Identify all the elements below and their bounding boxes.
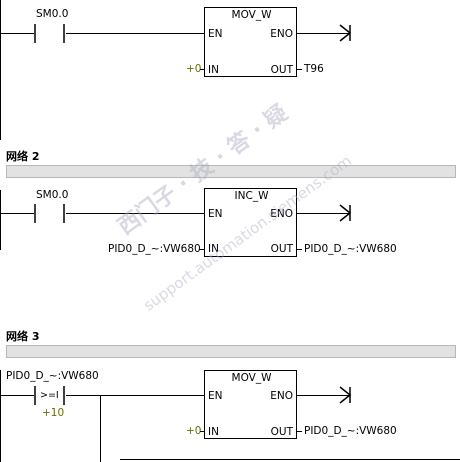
- network-comment-bar[interactable]: [6, 165, 456, 178]
- contact-label[interactable]: SM0.0: [36, 8, 69, 20]
- branch-wire: [100, 395, 101, 462]
- rung-wire: [0, 213, 34, 214]
- compare-operand2[interactable]: +10: [42, 407, 65, 419]
- mov-w-box-2[interactable]: MOV_W EN ENO IN OUT: [204, 370, 297, 439]
- box-out: OUT: [270, 426, 293, 438]
- box-en: EN: [208, 390, 223, 402]
- box-out: OUT: [270, 64, 293, 76]
- network-comment-bar[interactable]: [6, 345, 456, 358]
- rung-wire: [0, 33, 34, 34]
- contact-no-icon[interactable]: [34, 204, 66, 224]
- eno-wire: [297, 33, 349, 34]
- rung-wire: [66, 213, 204, 214]
- box-in: IN: [208, 243, 219, 255]
- inc-w-box[interactable]: INC_W EN ENO IN OUT: [204, 188, 297, 257]
- power-rail: [0, 370, 1, 462]
- eno-wire: [297, 395, 349, 396]
- network-title[interactable]: 网络 2: [6, 150, 40, 163]
- out-wire: [297, 431, 302, 432]
- in-wire: [199, 249, 204, 250]
- out-wire: [297, 249, 302, 250]
- box-out: OUT: [270, 243, 293, 255]
- box-in: IN: [208, 64, 219, 76]
- box-title: MOV_W: [231, 372, 272, 384]
- arrow-icon: [339, 24, 352, 42]
- compare-operator: >=I: [40, 390, 59, 401]
- out-operand[interactable]: PID0_D_~:VW680: [304, 425, 397, 437]
- in-wire: [200, 69, 204, 70]
- box-title: INC_W: [234, 190, 269, 202]
- box-en: EN: [208, 208, 223, 220]
- power-rail: [0, 190, 1, 250]
- box-eno: ENO: [270, 208, 293, 220]
- branch-wire: [120, 459, 460, 460]
- contact-label[interactable]: SM0.0: [36, 189, 69, 201]
- in-wire: [200, 431, 204, 432]
- in-operand[interactable]: PID0_D_~:VW680: [108, 243, 201, 255]
- in-constant[interactable]: +0: [186, 63, 202, 75]
- compare-operand1[interactable]: PID0_D_~:VW680: [6, 370, 99, 382]
- box-title: MOV_W: [231, 9, 272, 21]
- rung-wire: [66, 33, 204, 34]
- in-constant[interactable]: +0: [186, 425, 202, 437]
- box-in: IN: [208, 426, 219, 438]
- power-rail: [0, 0, 1, 140]
- network-title[interactable]: 网络 3: [6, 330, 40, 343]
- box-en: EN: [208, 28, 223, 40]
- out-wire: [297, 69, 302, 70]
- compare-contact-icon[interactable]: [34, 386, 66, 406]
- out-operand[interactable]: PID0_D_~:VW680: [304, 243, 397, 255]
- arrow-icon: [339, 204, 352, 222]
- mov-w-box-1[interactable]: MOV_W EN ENO IN OUT: [204, 7, 297, 77]
- eno-wire: [297, 213, 349, 214]
- box-eno: ENO: [270, 390, 293, 402]
- rung-wire: [0, 395, 34, 396]
- out-operand[interactable]: T96: [304, 63, 324, 75]
- contact-no-icon[interactable]: [34, 24, 66, 44]
- rung-wire: [66, 395, 204, 396]
- arrow-icon: [339, 386, 352, 404]
- box-eno: ENO: [270, 28, 293, 40]
